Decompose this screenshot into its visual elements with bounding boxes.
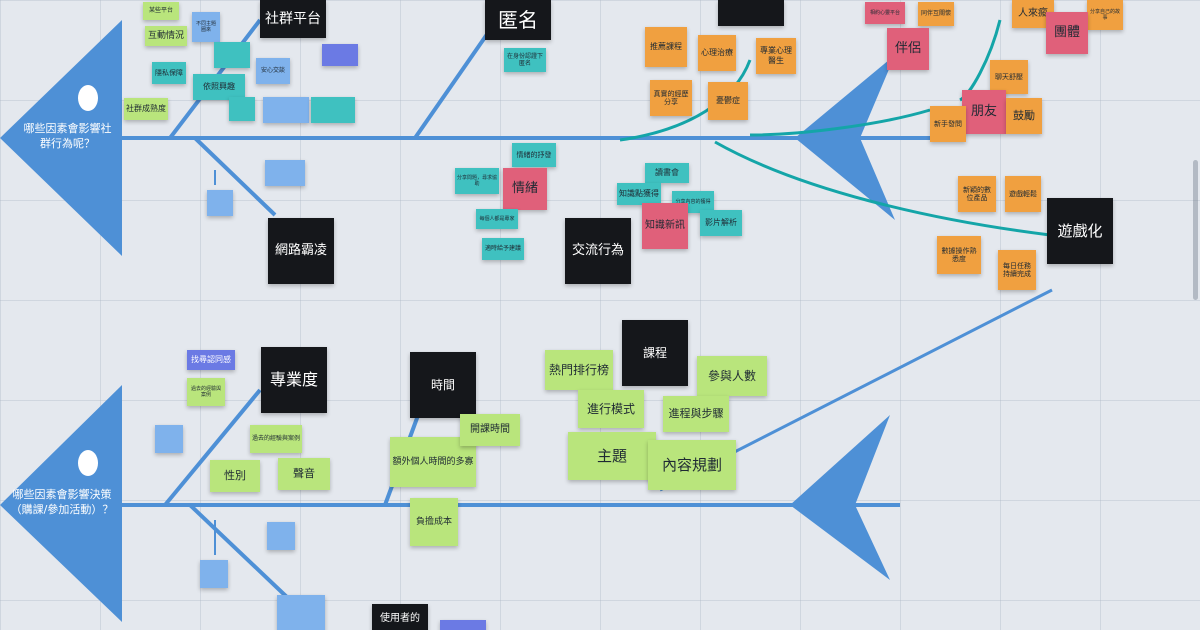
note-plan[interactable]: 內容規劃 xyxy=(648,440,736,490)
question-social: 哪些因素會影響社群行為呢？ xyxy=(23,122,112,150)
note-chat[interactable]: 聊天舒壓 xyxy=(990,60,1028,94)
fish-eye-top xyxy=(78,85,98,111)
note-exp-small[interactable]: 過去的經驗與案例 xyxy=(250,425,302,453)
bone-bully xyxy=(193,136,277,217)
note-seek-id[interactable]: 找尋認同感 xyxy=(187,350,235,370)
note-new-hand[interactable]: 新手發問 xyxy=(930,106,966,142)
note-progress[interactable]: 進行模式 xyxy=(578,390,644,428)
note-video[interactable]: 影片解析 xyxy=(700,210,742,236)
question-decision: 哪些因素會影響決策（購課/參加活動）？ xyxy=(10,488,114,516)
note-diff-platforms[interactable] xyxy=(263,97,309,123)
note-same-topic[interactable]: 不同主題圈來 xyxy=(192,12,220,42)
note-encourage[interactable]: 鼓勵 xyxy=(1006,98,1042,134)
note-hot[interactable]: 熱門排行榜 xyxy=(545,350,613,390)
header-time[interactable]: 時間 xyxy=(410,352,476,418)
header-exchange[interactable]: 交流行為 xyxy=(565,218,631,284)
note-top-o1[interactable]: 同伴互關懷 xyxy=(918,2,954,26)
header-user[interactable]: 使用者的 xyxy=(372,604,428,630)
tail-shape-decision xyxy=(790,415,890,580)
note-friend[interactable]: 朋友 xyxy=(962,90,1006,134)
bone-pro xyxy=(163,388,262,507)
fish-eye-bottom xyxy=(78,450,98,476)
header-pro[interactable]: 專業度 xyxy=(261,347,327,413)
note-emotion-small[interactable]: 情緒的抒發 xyxy=(512,143,556,167)
note-advice[interactable]: 適時給予建議 xyxy=(482,238,524,260)
note-activity-ref[interactable] xyxy=(229,97,255,121)
note-daily[interactable]: 每日任務持續完成 xyxy=(998,250,1036,290)
note-user-blue1[interactable] xyxy=(267,522,295,550)
note-bully-blue[interactable] xyxy=(265,160,305,186)
note-real-exp[interactable]: 真實的經歷分享 xyxy=(650,80,692,116)
note-activity[interactable]: 社群成熟度 xyxy=(124,98,168,120)
note-therapy[interactable]: 心理治療 xyxy=(698,35,736,71)
note-purple-top[interactable] xyxy=(322,44,358,66)
note-user-blue2[interactable] xyxy=(200,560,228,588)
header-top-black[interactable] xyxy=(718,0,784,26)
note-pro-doc[interactable]: 專業心理醫生 xyxy=(756,38,796,74)
note-share-problem[interactable]: 分享問題，尋求協助 xyxy=(455,168,499,194)
header-bully[interactable]: 網路霸凌 xyxy=(268,218,334,284)
note-data-ops[interactable]: 數據操作熟悉度 xyxy=(937,236,981,274)
header-anon[interactable]: 匿名 xyxy=(485,0,551,40)
note-read[interactable]: 讀書會 xyxy=(645,163,689,183)
note-heart[interactable]: 安心交談 xyxy=(256,58,290,84)
header-platform[interactable]: 社群平台 xyxy=(260,0,326,38)
note-game-easy[interactable]: 遊戲輕鬆 xyxy=(1005,176,1041,212)
note-course-rec[interactable]: 推薦課程 xyxy=(645,27,687,67)
vertical-scrollbar[interactable] xyxy=(1193,160,1198,300)
note-anon-guard[interactable]: 在身份認證下匿名 xyxy=(504,48,546,72)
note-new-product[interactable]: 新穎的數位產品 xyxy=(958,176,996,212)
note-group[interactable]: 團體 xyxy=(1046,12,1088,54)
note-user-blue3[interactable] xyxy=(277,595,325,630)
tail-shape-social xyxy=(795,55,895,220)
note-burden[interactable]: 負擔成本 xyxy=(410,498,458,546)
note-topic[interactable]: 主題 xyxy=(568,432,656,480)
note-privacy[interactable]: 隱私保障 xyxy=(152,62,186,84)
note-divide-small[interactable] xyxy=(214,42,250,68)
head-shape-decision xyxy=(0,385,122,622)
note-attend[interactable]: 參與人數 xyxy=(697,356,767,396)
header-course[interactable]: 課程 xyxy=(622,320,688,386)
note-knowledge[interactable]: 知識點獲得 xyxy=(617,183,661,205)
note-community-topic[interactable] xyxy=(311,97,355,123)
header-gamify[interactable]: 遊戲化 xyxy=(1047,198,1113,264)
note-new-knowledge[interactable]: 知識新訊 xyxy=(642,203,688,249)
note-expert-exp[interactable]: 過去的經驗與案例 xyxy=(187,378,225,406)
note-interaction[interactable]: 互動情況 xyxy=(145,26,187,46)
note-bully-purple[interactable] xyxy=(207,190,233,216)
note-blue-small[interactable] xyxy=(155,425,183,453)
note-platform-top[interactable]: 某些平台 xyxy=(143,2,179,20)
note-divide[interactable]: 依照興趣 xyxy=(193,74,245,100)
note-emotion[interactable]: 情緒 xyxy=(503,168,547,210)
note-depress[interactable]: 憂鬱症 xyxy=(708,82,748,120)
note-voice[interactable]: 聲音 xyxy=(278,458,330,490)
note-class-time[interactable]: 開課時間 xyxy=(460,414,520,446)
bone-user xyxy=(188,503,292,602)
bone-anon xyxy=(413,28,492,140)
note-partner[interactable]: 伴侶 xyxy=(887,28,929,70)
note-top-pink[interactable]: 相約心靈平台 xyxy=(865,2,905,24)
note-gender[interactable]: 性別 xyxy=(210,460,260,492)
note-peer[interactable]: 每個人都是專家 xyxy=(476,209,518,229)
note-user-purple[interactable] xyxy=(440,620,486,630)
head-shape-social xyxy=(0,20,122,256)
note-top-o3[interactable]: 分享自己的故事 xyxy=(1087,0,1123,30)
note-steps[interactable]: 進程與步驟 xyxy=(663,396,729,432)
